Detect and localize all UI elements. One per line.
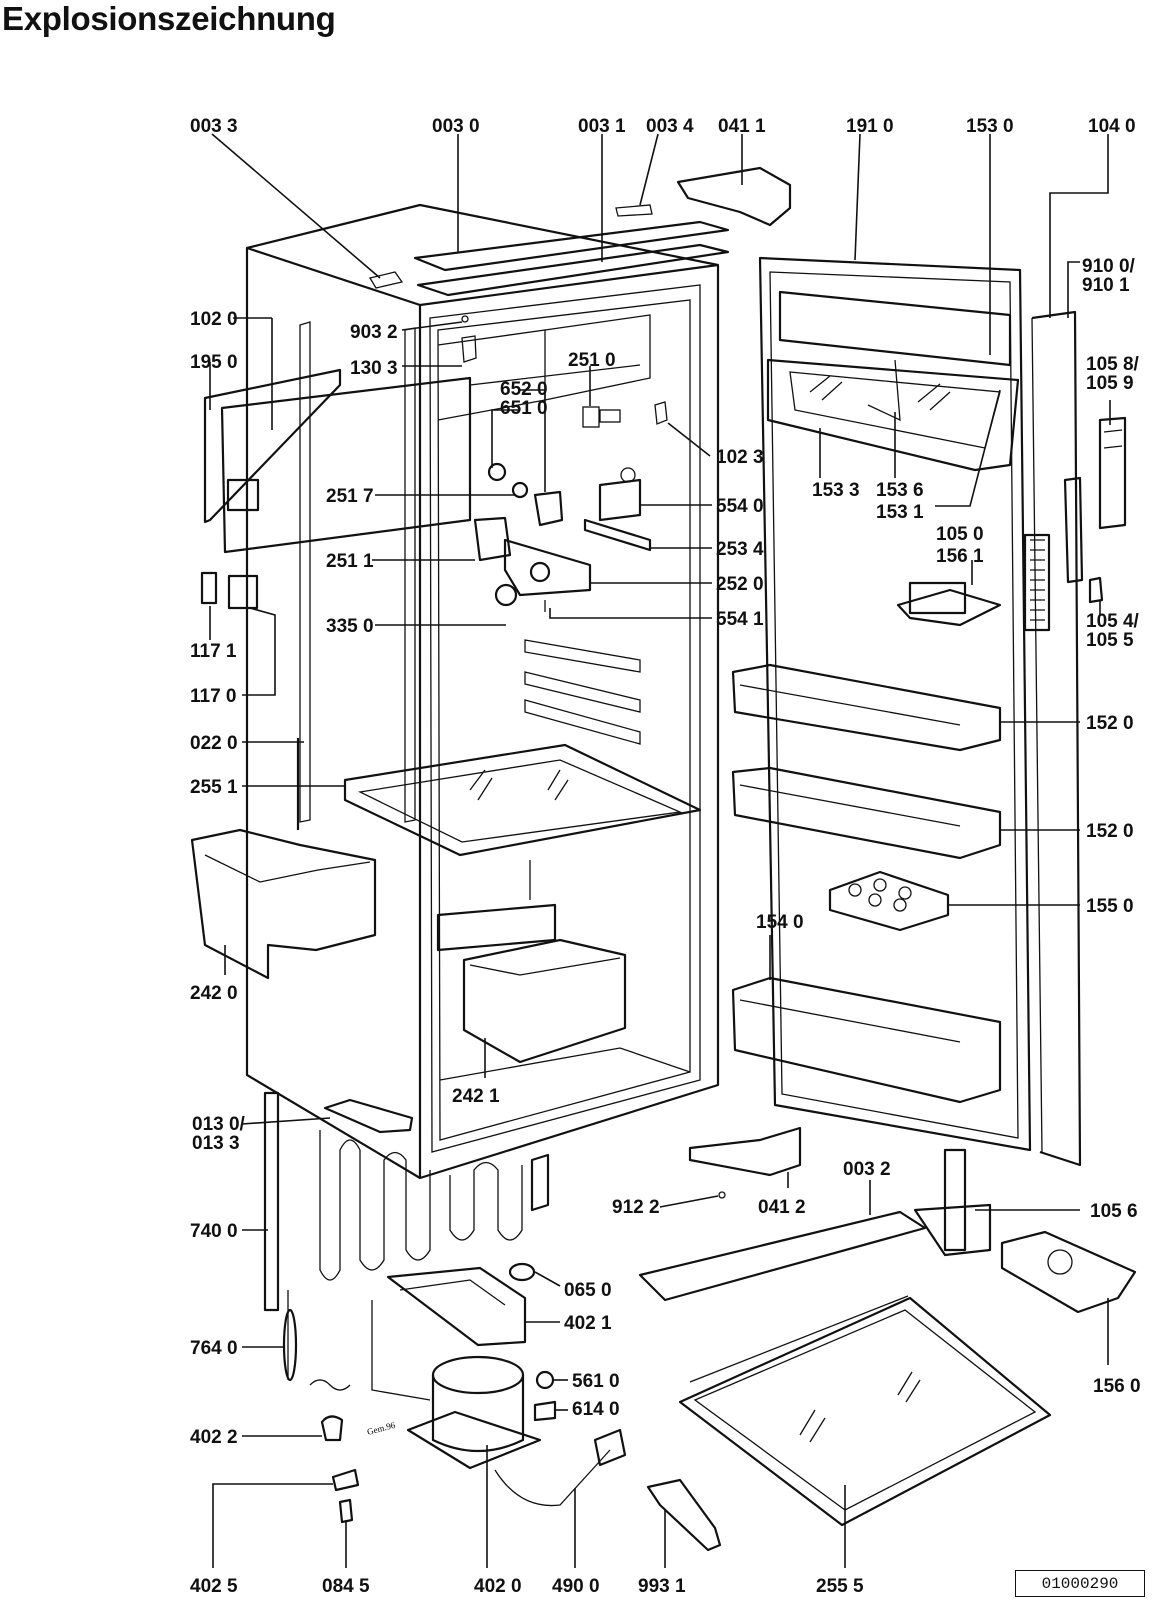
part-label-764-0: 764 0 xyxy=(190,1338,238,1359)
part-label-105-5: 105 5 xyxy=(1086,630,1134,651)
cabinet-body xyxy=(245,203,720,1180)
part-label-084-5: 084 5 xyxy=(322,1576,370,1597)
part-label-013-3: 013 3 xyxy=(192,1133,240,1154)
part-label-041-2: 041 2 xyxy=(758,1197,806,1218)
part-label-195-0: 195 0 xyxy=(190,352,238,373)
part-label-022-0: 022 0 xyxy=(190,733,238,754)
part-label-490-0: 490 0 xyxy=(552,1576,600,1597)
part-label-242-0: 242 0 xyxy=(190,983,238,1004)
part-label-105-4: 105 4/ xyxy=(1086,611,1140,632)
part-label-105-8: 105 8/ xyxy=(1086,354,1140,375)
glass-shelf xyxy=(343,743,702,857)
cooling-system xyxy=(263,1091,722,1552)
part-label-003-4: 003 4 xyxy=(646,116,694,137)
part-label-554-1: 554 1 xyxy=(716,609,764,630)
part-label-105-0: 105 0 xyxy=(936,524,984,545)
document-number-box: 01000290 xyxy=(1015,1570,1145,1597)
part-label-255-5: 255 5 xyxy=(816,1576,864,1597)
part-label-065-0: 065 0 xyxy=(564,1280,612,1301)
part-label-153-0: 153 0 xyxy=(966,116,1014,137)
part-label-402-5: 402 5 xyxy=(190,1576,238,1597)
crisper-boxes xyxy=(190,828,627,1064)
part-label-153-6: 153 6 xyxy=(876,480,924,501)
part-label-003-3: 003 3 xyxy=(190,116,238,137)
part-label-251-0: 251 0 xyxy=(568,350,616,371)
part-label-105-6: 105 6 xyxy=(1090,1201,1138,1222)
part-label-102-3: 102 3 xyxy=(716,447,764,468)
part-label-156-0: 156 0 xyxy=(1093,1376,1141,1397)
thermostat-assembly xyxy=(473,401,668,612)
part-label-253-4: 253 4 xyxy=(716,539,764,560)
part-label-041-1: 041 1 xyxy=(718,116,766,137)
part-label-651-0: 651 0 xyxy=(500,398,548,419)
part-label-614-0: 614 0 xyxy=(572,1399,620,1420)
part-label-903-2: 903 2 xyxy=(350,322,398,343)
part-label-003-1: 003 1 xyxy=(578,116,626,137)
part-label-102-0: 102 0 xyxy=(190,309,238,330)
part-label-104-0: 104 0 xyxy=(1088,116,1136,137)
part-label-652-0: 652 0 xyxy=(500,379,548,400)
leader-lines xyxy=(209,133,1111,1568)
refrigerator-door xyxy=(731,256,1127,1167)
bottom-hardware xyxy=(323,1098,1137,1314)
top-cover-strips xyxy=(368,166,792,323)
part-label-003-0: 003 0 xyxy=(432,116,480,137)
page-title: Explosionszeichnung xyxy=(2,0,336,37)
part-label-910-0: 910 0/ xyxy=(1082,256,1136,277)
part-label-242-1: 242 1 xyxy=(452,1086,500,1107)
part-label-153-1: 153 1 xyxy=(876,502,924,523)
part-label-117-1: 117 1 xyxy=(190,641,237,662)
part-label-335-0: 335 0 xyxy=(326,616,374,637)
part-label-155-0: 155 0 xyxy=(1086,896,1134,917)
bottom-glass-shelf xyxy=(678,1295,1052,1527)
part-label-130-3: 130 3 xyxy=(350,358,398,379)
part-label-117-0: 117 0 xyxy=(190,686,237,707)
part-label-251-1: 251 1 xyxy=(326,551,374,572)
part-label-255-1: 255 1 xyxy=(190,777,238,798)
part-label-402-0: 402 0 xyxy=(474,1576,522,1597)
part-label-152-0b: 152 0 xyxy=(1086,821,1134,842)
part-label-154-0: 154 0 xyxy=(756,912,804,933)
part-label-152-0a: 152 0 xyxy=(1086,713,1134,734)
part-label-191-0: 191 0 xyxy=(846,116,894,137)
part-label-740-0: 740 0 xyxy=(190,1221,238,1242)
part-label-993-1: 993 1 xyxy=(638,1576,686,1597)
part-label-251-7: 251 7 xyxy=(326,486,374,507)
part-label-003-2: 003 2 xyxy=(843,1159,891,1180)
part-label-402-2: 402 2 xyxy=(190,1427,238,1448)
part-label-153-3: 153 3 xyxy=(812,480,860,501)
part-label-156-1: 156 1 xyxy=(936,546,984,567)
part-label-105-9: 105 9 xyxy=(1086,373,1134,394)
part-label-554-0: 554 0 xyxy=(716,496,764,517)
part-number-labels: 003 3 003 0 003 1 003 4 041 1 191 0 153 0 104 0… xyxy=(190,116,1141,1597)
part-label-252-0: 252 0 xyxy=(716,574,764,595)
part-label-561-0: 561 0 xyxy=(572,1371,620,1392)
part-label-013-0: 013 0/ xyxy=(192,1114,246,1135)
part-label-912-2: 912 2 xyxy=(612,1197,660,1218)
part-label-402-1: 402 1 xyxy=(564,1313,612,1334)
freezer-door xyxy=(203,335,477,554)
drafter-signature: Gem.96 xyxy=(366,1420,397,1437)
part-label-910-1: 910 1 xyxy=(1082,275,1130,296)
side-parts-left xyxy=(200,571,300,830)
